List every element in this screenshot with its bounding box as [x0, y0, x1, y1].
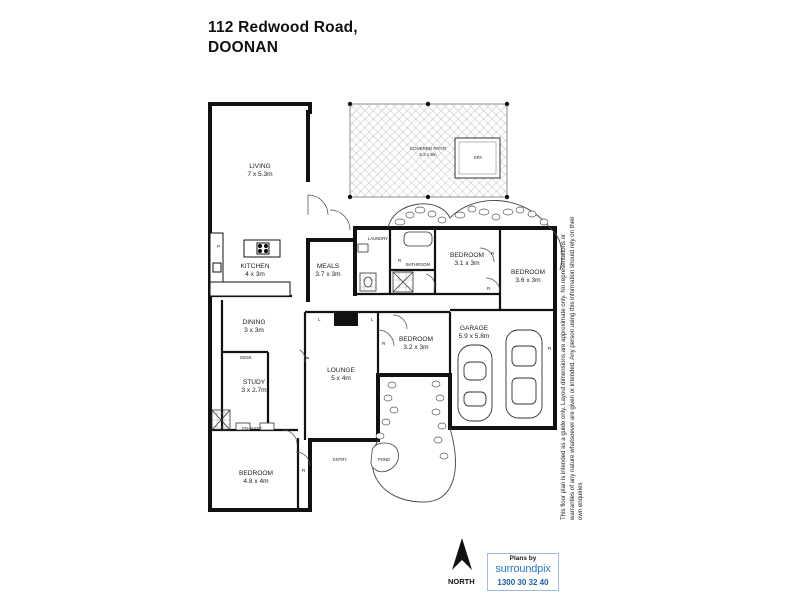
robe-marker-4: R	[302, 468, 306, 473]
linen-marker-2: L	[371, 317, 374, 322]
bedroom-1-size: 3.1 x 3m	[454, 260, 480, 267]
living-size: 7 x 5.3m	[247, 171, 273, 178]
kitchen-fixtures	[209, 232, 291, 297]
meals-name: MEALS	[317, 263, 340, 270]
kitchen-size: 4 x 3m	[245, 271, 265, 278]
kitchen-name: KITCHEN	[241, 263, 270, 270]
entry-label: ENTRY	[333, 457, 347, 462]
logo-phone: 1300 30 32 40	[497, 578, 549, 587]
robe-marker-5: R	[548, 346, 552, 351]
disclaimer-text: This floor plan is intended as a guide o…	[560, 216, 584, 520]
study-name: STUDY	[243, 379, 266, 386]
pond-label: POND	[378, 457, 390, 462]
study-size: 3 x 2.7m	[241, 387, 267, 394]
plans-logo: Plans by surroundpix 1300 30 32 40	[487, 553, 559, 591]
lounge-name: LOUNGE	[327, 367, 355, 374]
covered-patio-size: 8.2 x 5m	[419, 152, 437, 157]
dining-size: 3 x 3m	[244, 327, 264, 334]
meals-size: 3.7 x 3m	[315, 271, 341, 278]
linen-marker-1: L	[318, 317, 321, 322]
living-name: LIVING	[249, 163, 271, 170]
bedroom-1-name: BEDROOM	[450, 252, 484, 259]
master-bedroom-name: BEDROOM	[239, 470, 273, 477]
bedroom-2-size: 3.6 x 3m	[515, 277, 541, 284]
spa-label: SPA	[474, 155, 483, 160]
patio-posts	[347, 101, 510, 200]
robe-marker-6: R	[398, 258, 402, 263]
lounge-size: 5 x 4m	[331, 375, 351, 382]
robe-marker-2: R	[491, 251, 495, 256]
north-arrow-icon	[452, 538, 472, 570]
north-label: NORTH	[448, 577, 475, 586]
bathroom-fixtures	[211, 231, 433, 431]
exterior-walls	[208, 102, 557, 512]
bedroom-3-name: BEDROOM	[399, 336, 433, 343]
pantry-marker: P	[217, 244, 220, 249]
bathroom-label: BATHROOM	[406, 262, 430, 267]
desk-label: DESK	[240, 355, 252, 360]
garage-name: GARAGE	[460, 325, 489, 332]
master-bedroom-size: 4.8 x 4m	[243, 478, 269, 485]
door-swings	[211, 194, 501, 467]
robe-marker-3: R	[487, 286, 491, 291]
laundry-label: LAUNDRY	[368, 236, 388, 241]
pond	[370, 442, 399, 473]
garden-rocks	[375, 205, 549, 460]
logo-tagline: Plans by	[509, 555, 537, 562]
ensuite-label: EN-SUITE	[242, 426, 262, 431]
bedroom-3-size: 3.2 x 3m	[403, 344, 429, 351]
dining-name: DINING	[242, 319, 265, 326]
address-line-2: DOONAN	[208, 39, 279, 56]
address-line-1: 112 Redwood Road,	[208, 19, 358, 36]
robe-marker-1: R	[382, 341, 386, 346]
bedroom-2-name: BEDROOM	[511, 269, 545, 276]
garage-cars	[457, 329, 543, 422]
logo-brand: surroundpix	[495, 563, 551, 575]
covered-patio-name: COVERED PATIO	[410, 146, 447, 151]
garage-size: 5.9 x 5.8m	[459, 333, 490, 340]
fireplace	[334, 312, 358, 326]
